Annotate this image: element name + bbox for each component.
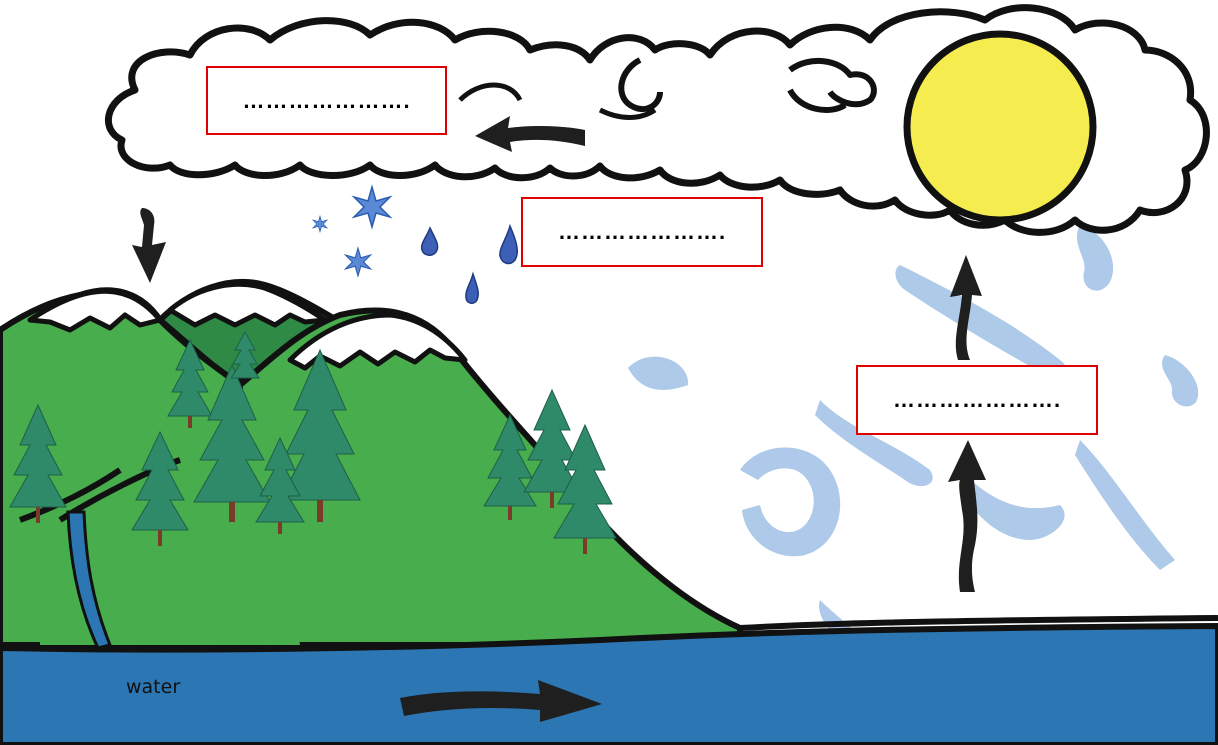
- raindrop-icon: [466, 274, 478, 303]
- precipitation-answer-box[interactable]: ………………….: [521, 197, 763, 267]
- water-label: water: [126, 676, 180, 698]
- raindrop-icon: [422, 228, 438, 255]
- raindrop-icon: [500, 226, 517, 263]
- raindrops: [422, 226, 518, 303]
- snowflake-icon: [345, 248, 370, 276]
- snowflakes: [313, 187, 390, 276]
- snowflake-icon: [313, 216, 327, 232]
- snowflake-icon: [354, 187, 390, 227]
- arrow-down-to-mountain: [132, 208, 166, 283]
- sun: [907, 34, 1093, 220]
- evaporation-answer-box[interactable]: ………………….: [856, 365, 1098, 435]
- condensation-answer-box[interactable]: ………………….: [206, 66, 447, 135]
